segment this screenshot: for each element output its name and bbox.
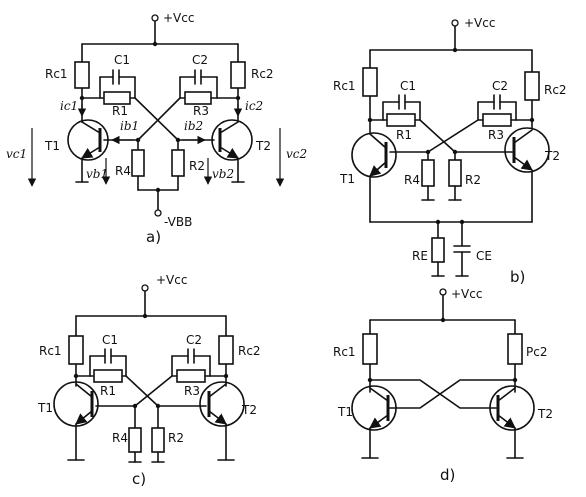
label-ce-b: CE (476, 249, 492, 263)
resistor-rc1-b (362, 67, 378, 97)
resistor-re-b (431, 237, 445, 263)
caption-b: b) (510, 268, 525, 286)
resistor-r4-c (128, 427, 142, 453)
vcc-label-c: +Vcc (156, 273, 187, 287)
vcc-terminal-c (141, 284, 149, 292)
label-c2-c: C2 (186, 333, 202, 347)
resistor-r2-c (151, 427, 165, 453)
label-rc1-b: Rc1 (333, 79, 356, 93)
resistor-r4-a (131, 149, 145, 177)
label-r4-c: R4 (112, 431, 128, 445)
resistor-r2-a (171, 149, 185, 177)
label-ic2-a: ic2 (245, 99, 263, 113)
transistor-t2-a (211, 119, 253, 161)
caption-d: d) (440, 466, 455, 484)
label-t1-a: T1 (44, 139, 60, 153)
vcc-terminal-a (151, 14, 159, 22)
resistor-r3-c (176, 369, 206, 383)
label-r2-b: R2 (465, 173, 481, 187)
label-vc2-a: vc2 (286, 147, 307, 161)
label-r2-a: R2 (189, 159, 205, 173)
label-t2-d: T2 (537, 407, 553, 421)
transistor-t2-d (489, 385, 535, 431)
transistor-t2-b (504, 127, 550, 173)
label-rc2-d: Pc2 (526, 345, 547, 359)
label-r3-a: R3 (193, 104, 209, 118)
resistor-rc1-d (362, 333, 378, 365)
vcc-label-b: +Vcc (464, 16, 495, 30)
label-c1-a: C1 (114, 53, 130, 67)
label-t2-b: T2 (544, 149, 560, 163)
label-ib2-a: ib2 (184, 119, 203, 133)
label-ib1-a: ib1 (120, 119, 139, 133)
vcc-terminal-d (439, 288, 447, 296)
vcc-label-a: +Vcc (163, 11, 194, 25)
resistor-rc2-b (524, 71, 540, 101)
label-t1-b: T1 (339, 172, 355, 186)
transistor-t2-c (199, 381, 245, 427)
resistor-rc2-c (218, 335, 234, 365)
label-r3-b: R3 (488, 128, 504, 142)
resistor-rc2-d (507, 333, 523, 365)
circuit-a: +Vcc Rc1 Rc2 C1 R1 C (6, 11, 307, 246)
caption-a: a) (146, 228, 161, 246)
label-t2-c: T2 (241, 403, 257, 417)
label-r1-a: R1 (112, 104, 128, 118)
caption-c: c) (132, 470, 146, 488)
resistor-r4-b (421, 159, 435, 187)
label-re-b: RE (412, 249, 428, 263)
label-r3-c: R3 (184, 384, 200, 398)
resistor-r3-b (482, 113, 512, 127)
circuit-b: +Vcc Rc1 Rc2 C1 R1 C2 (333, 16, 567, 286)
label-rc2-b: Rc2 (544, 83, 567, 97)
label-c2-b: C2 (492, 79, 508, 93)
label-vb1-a: vb1 (86, 167, 108, 181)
cross-link-a1 (134, 97, 179, 141)
label-ic1-a: ic1 (60, 99, 78, 113)
vbb-label-a: -VBB (164, 215, 192, 229)
label-rc2-a: Rc2 (251, 67, 274, 81)
resistor-r1-a (103, 91, 131, 105)
label-rc1-c: Rc1 (39, 344, 62, 358)
label-r4-a: R4 (115, 164, 131, 178)
label-vb2-a: vb2 (212, 167, 234, 181)
circuit-c: +Vcc Rc1 Rc2 C1 R1 C2 (37, 273, 261, 488)
cross-link-d2 (389, 379, 516, 409)
label-t1-d: T1 (337, 405, 353, 419)
circuit-d: +Vcc Rc1 Pc2 T1 T2 (333, 287, 553, 484)
label-c1-c: C1 (102, 333, 118, 347)
resistor-rc2-a (230, 61, 246, 89)
transistor-t1-d (351, 385, 397, 431)
resistor-r2-b (448, 159, 462, 187)
resistor-r3-a (184, 91, 212, 105)
label-rc1-d: Rc1 (333, 345, 356, 359)
transistor-t1-c (53, 381, 99, 427)
label-t1-c: T1 (37, 401, 53, 415)
label-rc1-a: Rc1 (45, 67, 68, 81)
cross-link-a2 (137, 97, 181, 141)
label-r4-b: R4 (404, 173, 420, 187)
resistor-r1-b (386, 113, 416, 127)
label-c2-a: C2 (192, 53, 208, 67)
resistor-r1-c (93, 369, 123, 383)
vcc-label-d: +Vcc (451, 287, 482, 301)
transistor-t1-a (67, 119, 109, 161)
vcc-terminal-b (451, 19, 459, 27)
label-r1-b: R1 (396, 128, 412, 142)
transistor-t1-b (351, 132, 397, 178)
vbb-terminal-a (154, 209, 162, 217)
label-c1-b: C1 (400, 79, 416, 93)
label-t2-a: T2 (255, 139, 271, 153)
resistor-rc1-a (74, 61, 90, 89)
label-r1-c: R1 (100, 384, 116, 398)
label-vc1-a: vc1 (6, 147, 27, 161)
label-rc2-c: Rc2 (238, 344, 261, 358)
resistor-rc1-c (68, 335, 84, 365)
label-r2-c: R2 (168, 431, 184, 445)
